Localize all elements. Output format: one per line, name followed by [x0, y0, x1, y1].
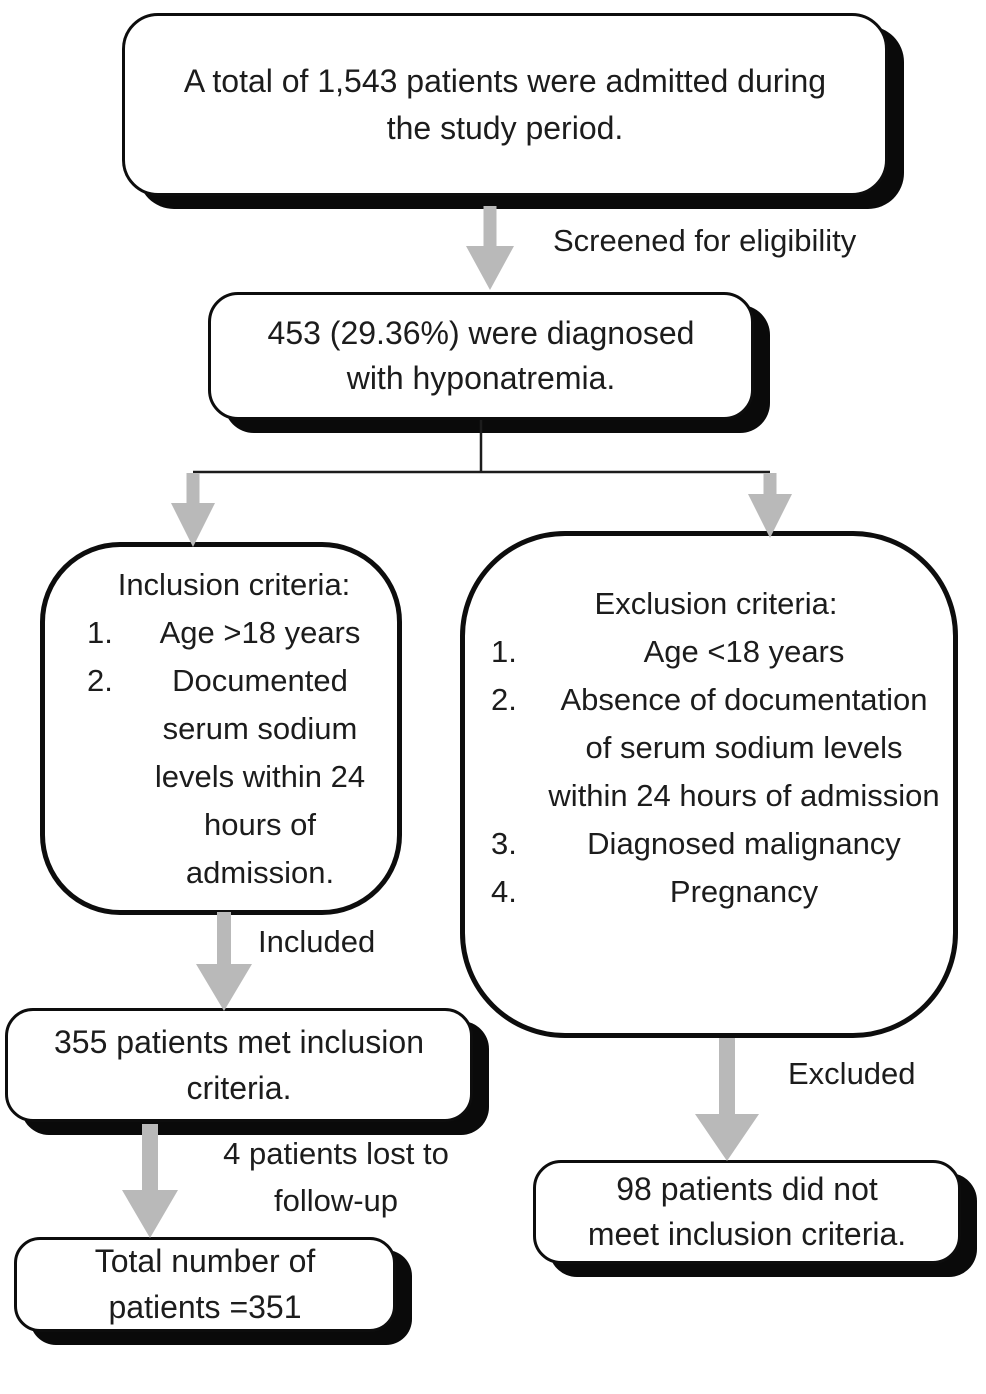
- list-item-text: Diagnosed malignancy: [587, 826, 901, 861]
- box-text-line: 98 patients did not: [616, 1170, 878, 1207]
- box-text-line: patients =351: [108, 1288, 302, 1325]
- inclusion-criteria-title: Inclusion criteria:: [117, 567, 351, 602]
- list-item-number: 1.: [87, 615, 113, 650]
- list-item-number: 2.: [491, 682, 517, 717]
- box-diagnosed-hyponatremia: 453 (29.36%) were diagnosed with hyponat…: [208, 292, 754, 420]
- box-total-patients: Total number of patients =351: [14, 1237, 396, 1332]
- list-item-text: Documented serum sodium levels within 24…: [154, 663, 366, 890]
- arrow-down-icon-screened: [466, 206, 514, 290]
- box-not-met-inclusion: 98 patients did not meet inclusion crite…: [533, 1160, 961, 1264]
- arrow-down-icon-lost-followup: [122, 1124, 178, 1238]
- list-item: 2. Documented serum sodium levels within…: [87, 657, 381, 897]
- list-item-number: 3.: [491, 826, 517, 861]
- arrow-down-icon-branch-left: [171, 473, 215, 547]
- arrow-label-included: Included: [258, 924, 376, 959]
- list-item-text: Age >18 years: [159, 615, 361, 650]
- list-item: 4. Pregnancy: [491, 868, 941, 916]
- list-item: 3. Diagnosed malignancy: [491, 820, 941, 868]
- arrow-label-excluded: Excluded: [788, 1056, 916, 1091]
- list-item: 1. Age >18 years: [87, 609, 381, 657]
- list-item-text: Age <18 years: [643, 634, 845, 669]
- box-text-line: meet inclusion criteria.: [587, 1216, 907, 1252]
- list-item-text: Absence of documentation of serum sodium…: [548, 682, 940, 813]
- arrow-down-icon-excluded: [695, 1038, 759, 1161]
- box-text-line: Total number of: [94, 1243, 316, 1280]
- list-item-number: 4.: [491, 874, 517, 909]
- arrow-down-icon-branch-right: [748, 473, 792, 538]
- box-total-admitted: A total of 1,543 patients were admitted …: [122, 13, 888, 196]
- box-text-line: the study period.: [386, 109, 624, 146]
- arrow-down-icon-included: [196, 912, 252, 1011]
- list-item: 2. Absence of documentation of serum sod…: [491, 676, 941, 820]
- box-text-line: criteria.: [186, 1070, 292, 1106]
- list-item: 1. Age <18 years: [491, 628, 941, 676]
- arrow-label-screened: Screened for eligibility: [553, 223, 857, 258]
- box-inclusion-criteria: Inclusion criteria: 1. Age >18 years 2. …: [40, 542, 402, 915]
- box-text-line: with hyponatremia.: [346, 360, 616, 396]
- box-text-line: 453 (29.36%) were diagnosed: [267, 314, 695, 351]
- exclusion-criteria-title: Exclusion criteria:: [594, 586, 838, 621]
- list-item-text: Pregnancy: [669, 874, 819, 909]
- list-item-number: 2.: [87, 663, 113, 698]
- box-text-line: 355 patients met inclusion: [54, 1023, 424, 1060]
- arrow-label-line: follow-up: [273, 1183, 399, 1218]
- arrow-label-line: 4 patients lost to: [223, 1136, 449, 1171]
- box-exclusion-criteria: Exclusion criteria: 1. Age <18 years 2. …: [460, 531, 958, 1038]
- list-item-number: 1.: [491, 634, 517, 669]
- box-met-inclusion: 355 patients met inclusion criteria.: [5, 1008, 473, 1122]
- box-text-line: A total of 1,543 patients were admitted …: [183, 63, 827, 100]
- arrow-label-lost-followup: 4 patients lost to follow-up: [196, 1130, 476, 1224]
